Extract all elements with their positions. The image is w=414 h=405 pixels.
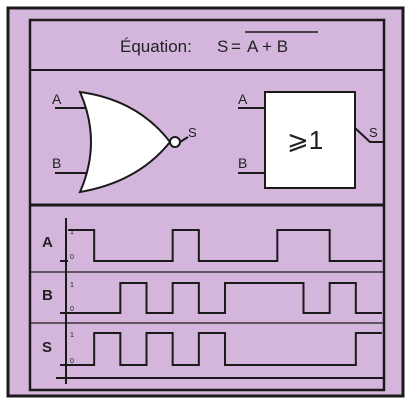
equation-prefix: Équation: [120, 37, 192, 56]
level-high-label: 1 [70, 229, 74, 236]
iec-function-label: ⩾1 [287, 125, 323, 155]
level-high-label: 1 [70, 332, 74, 339]
waveform-a [68, 229, 382, 262]
level-low-label: 0 [70, 358, 74, 365]
equation-output-symbol: S [217, 37, 228, 56]
nor-label-a: A [52, 91, 62, 107]
level-low-label: 0 [70, 254, 74, 261]
equation-equals: = [231, 37, 241, 56]
signal-label-a: A [42, 234, 53, 251]
signal-label-b: B [42, 287, 53, 304]
equation-header: Équation: S = A + B [120, 31, 318, 56]
diagram-background [6, 6, 405, 398]
nor-output-wire [179, 136, 189, 143]
nor-gate-symbol: A B S [52, 90, 197, 194]
nor-label-s: S [188, 125, 197, 140]
waveform-s [68, 332, 382, 366]
iec-gate-box [264, 91, 356, 189]
iec-inversion-mark [354, 127, 385, 143]
nor-inversion-bubble [169, 136, 181, 148]
signal-label-s: S [42, 339, 52, 356]
iec-nor-gate-symbol: ⩾1 A B S [238, 91, 385, 189]
iec-label-s: S [369, 125, 378, 140]
iec-label-b: B [238, 155, 247, 171]
equation-expression: A + B [247, 37, 288, 56]
waveform-b [68, 282, 382, 314]
iec-label-a: A [238, 91, 248, 107]
nor-label-b: B [52, 155, 61, 171]
nor-gate-body [78, 90, 172, 194]
level-low-label: 0 [70, 306, 74, 313]
level-high-label: 1 [70, 282, 74, 289]
